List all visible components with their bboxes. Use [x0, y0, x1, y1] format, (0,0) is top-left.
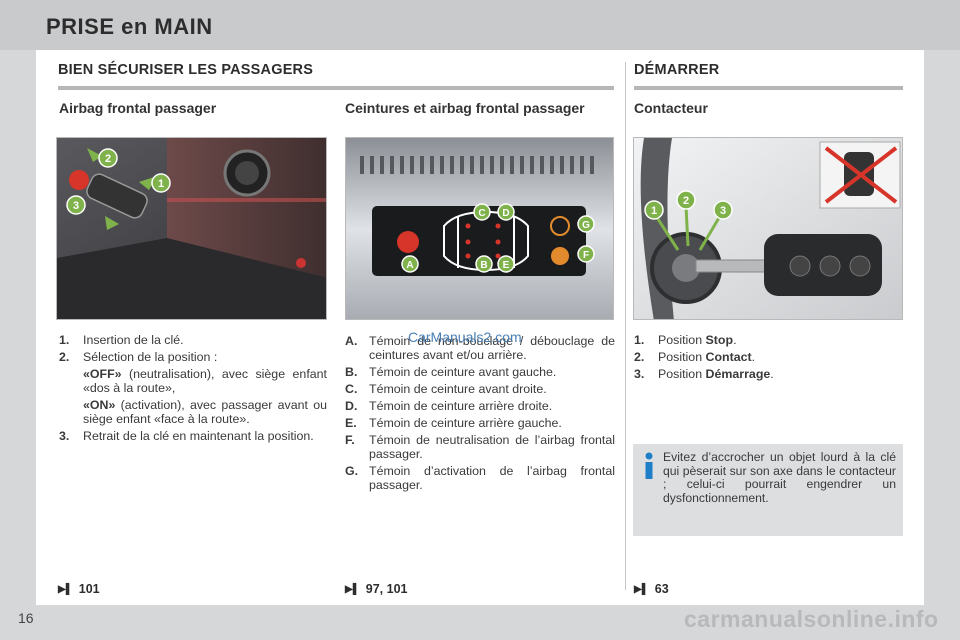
list-item: B.Témoin de ceinture avant gauche.	[345, 365, 557, 379]
list-airbag-steps: 1.Insertion de la clé. 2.Sélection de la…	[59, 333, 327, 446]
list-item: D.Témoin de ceinture arrière droite.	[345, 399, 553, 413]
airbag-on-icon	[551, 247, 569, 265]
list-item: 2.Sélection de la position :	[59, 350, 218, 364]
footer-band	[0, 605, 960, 640]
figure-label-1: 1	[651, 205, 657, 217]
subtitle-contacteur: Contacteur	[634, 100, 708, 116]
figure-airbag-key-switch: 1 2 3	[56, 137, 327, 320]
page-ref-col3[interactable]: ▶▌63	[634, 582, 669, 596]
ref-arrow-icon: ▶▌	[634, 583, 649, 595]
ref-arrow-icon: ▶▌	[58, 583, 73, 595]
list-item: G.Témoin d’activation de l’airbag fronta…	[345, 464, 615, 492]
figure-label-3: 3	[73, 200, 79, 212]
column-divider	[625, 62, 626, 590]
figure-label-d: D	[502, 208, 509, 219]
seatbelt-warning-icon	[397, 231, 419, 253]
figure-seatbelt-panel: A B C D E F G	[345, 137, 614, 320]
page-ref-col2[interactable]: ▶▌97, 101	[345, 582, 408, 596]
list-item: 3.Retrait de la clé en maintenant la pos…	[59, 429, 314, 443]
list-item: C.Témoin de ceinture avant droite.	[345, 382, 547, 396]
list-item: 1.Insertion de la clé.	[59, 333, 184, 347]
figure-label-3: 3	[720, 205, 726, 217]
figure-ignition-switch: 1 2 3	[633, 137, 903, 320]
subtitle-airbag-frontal: Airbag frontal passager	[59, 100, 217, 116]
left-gutter	[0, 50, 36, 640]
page-ref-col1[interactable]: ▶▌101	[58, 582, 100, 596]
airbag-switch-icon	[69, 170, 89, 190]
list-item: 1.Position Stop.	[634, 333, 737, 347]
figure-label-g: G	[582, 220, 590, 231]
list-seatbelt-indicators: A.Témoin de non-bouclage / débouclage de…	[345, 334, 615, 495]
site-watermark: carmanualsonline.info	[684, 606, 939, 632]
section-title-demarrer: DÉMARRER	[634, 62, 720, 78]
list-ignition-positions: 1.Position Stop. 2.Position Contact. 3.P…	[634, 333, 902, 384]
section-rule-left	[58, 86, 614, 90]
list-item: 3.Position Démarrage.	[634, 367, 774, 381]
info-icon	[645, 452, 653, 479]
figure-label-b: B	[480, 260, 487, 271]
page-title: PRISE en MAIN	[46, 14, 213, 39]
page-number: 16	[18, 610, 34, 626]
list-item: 2.Position Contact.	[634, 350, 756, 364]
ref-arrow-icon: ▶▌	[345, 583, 360, 595]
subtitle-ceintures: Ceintures et airbag frontal passager	[345, 100, 585, 116]
info-box: Evitez d’accrocher un objet lourd à la c…	[633, 444, 903, 536]
list-item: F.Témoin de neutralisation de l’airbag f…	[345, 433, 615, 461]
watermark: CarManuals2.com	[408, 329, 522, 345]
right-gutter	[924, 50, 960, 640]
list-item: E.Témoin de ceinture arrière gauche.	[345, 416, 562, 430]
figure-label-c: C	[478, 208, 485, 219]
header-band	[0, 0, 960, 50]
section-title-securiser: BIEN SÉCURISER LES PASSAGERS	[58, 62, 314, 78]
figure-label-a: A	[406, 260, 413, 271]
list-item: A.Témoin de non-bouclage / débouclage de…	[345, 334, 615, 362]
airbag-off-icon	[550, 216, 570, 236]
figure-label-e: E	[503, 260, 510, 271]
figure-label-2: 2	[683, 195, 689, 207]
figure-label-1: 1	[158, 178, 164, 190]
list-item-on: «ON» (activation), avec passager avant o…	[83, 398, 327, 426]
figure-label-f: F	[583, 250, 589, 261]
list-item-off: «OFF» (neutralisation), avec siège enfan…	[83, 367, 327, 395]
section-rule-right	[634, 86, 903, 90]
info-text: Evitez d’accrocher un objet lourd à la c…	[663, 450, 896, 505]
figure-label-2: 2	[105, 153, 111, 165]
